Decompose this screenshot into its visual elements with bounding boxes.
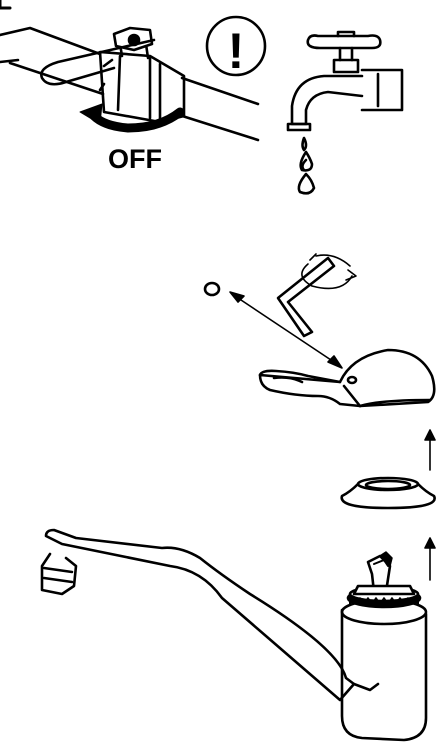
faucet-body xyxy=(42,530,426,740)
set-screw xyxy=(205,283,219,295)
faucet-dripping-icon xyxy=(288,32,402,193)
valve-body xyxy=(100,52,184,122)
up-arrow-icon xyxy=(425,538,435,580)
exclamation-circle-icon: ! xyxy=(207,17,265,79)
shutoff-valve-illustration xyxy=(0,28,258,140)
allen-key-icon xyxy=(278,258,334,336)
up-arrow-icon xyxy=(425,430,435,470)
cap-ring xyxy=(342,478,435,508)
warning-symbol: ! xyxy=(228,23,245,79)
off-label: OFF xyxy=(108,144,162,174)
lever-handle xyxy=(260,350,434,406)
removal-direction-arrow xyxy=(230,292,342,368)
pipe-right xyxy=(176,78,258,140)
corner-fragment xyxy=(0,0,10,8)
counterclockwise-arrow-icon xyxy=(94,112,180,128)
